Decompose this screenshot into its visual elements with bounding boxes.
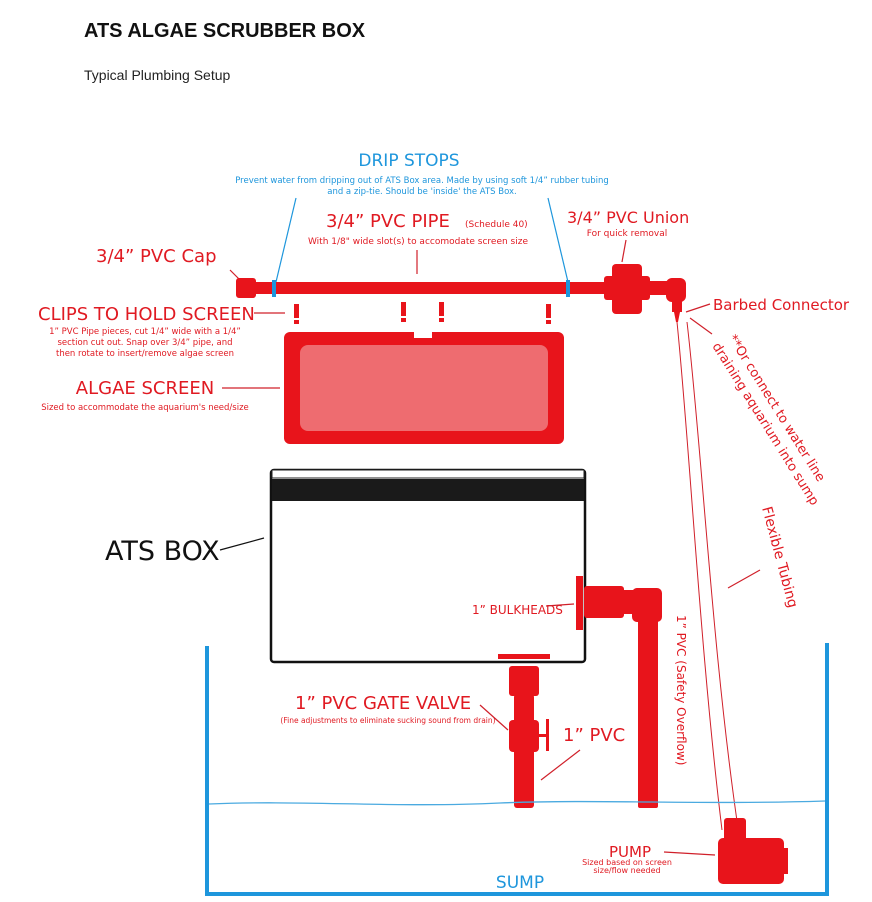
- pump: [718, 818, 788, 884]
- bulkheads-label: 1” BULKHEADS: [472, 603, 563, 617]
- drip-stop: [272, 280, 276, 297]
- clips-desc: 1” PVC Pipe pieces, cut 1/4” wide with a…: [49, 327, 241, 337]
- drip-stop: [566, 280, 570, 297]
- one-inch-pvc-label: 1” PVC: [563, 725, 625, 746]
- water-line: [208, 800, 826, 806]
- pvc-union-desc: For quick removal: [587, 229, 668, 239]
- gate-valve-desc: (Fine adjustments to eliminate sucking s…: [280, 716, 495, 725]
- barbed-connector-label: Barbed Connector: [713, 296, 850, 314]
- clips-desc: section cut out. Snap over 3/4” pipe, an…: [57, 338, 232, 348]
- pvc-pipe: [252, 282, 614, 294]
- or-connect-label: draining aquarium into sump: [709, 340, 822, 508]
- clips-desc: then rotate to insert/remove algae scree…: [56, 349, 234, 359]
- flexible-tubing: [676, 321, 723, 831]
- drip-stop-leader: [275, 197, 297, 283]
- pvc-union-label: 3/4” PVC Union: [567, 208, 689, 227]
- gate-valve: [509, 720, 539, 752]
- elbow: [666, 278, 686, 302]
- gate-valve-handle: [546, 719, 549, 751]
- sump-label: SUMP: [496, 873, 544, 893]
- drip-stops-label: DRIP STOPS: [358, 151, 459, 171]
- or-connect-label: **Or connect to water line: [725, 332, 828, 485]
- flexible-tubing-label: Flexible Tubing: [758, 505, 800, 610]
- pump-desc: size/flow needed: [593, 866, 660, 875]
- pvc-pipe-label: 3/4” PVC PIPE: [326, 211, 450, 232]
- safety-overflow-pipe: [584, 586, 662, 808]
- drip-stops-desc: Prevent water from dripping out of ATS B…: [235, 176, 609, 186]
- algae-screen-label: ALGAE SCREEN: [76, 378, 214, 399]
- algae-screen: [284, 332, 564, 444]
- bulkhead-bottom: [498, 654, 550, 659]
- sump: [205, 643, 829, 896]
- pvc-cap-label: 3/4” PVC Cap: [96, 246, 217, 267]
- pump-label: PUMP: [609, 843, 651, 861]
- pvc-pipe-schedule: (Schedule 40): [465, 220, 528, 230]
- pvc-pipe-assembly: [236, 264, 686, 322]
- bulkhead-side: [576, 576, 583, 630]
- ats-box: [269, 468, 587, 664]
- clips-label: CLIPS TO HOLD SCREEN: [38, 304, 255, 325]
- page-title: ATS ALGAE SCRUBBER BOX: [84, 20, 366, 42]
- drip-stops-desc: and a zip-tie. Should be 'inside' the AT…: [327, 187, 517, 197]
- drip-stop-leader: [547, 197, 569, 283]
- screen-clips: [294, 302, 551, 324]
- pvc-pipe-desc: With 1/8" wide slot(s) to accomodate scr…: [308, 237, 528, 247]
- drain-pipe: [509, 666, 549, 808]
- gate-valve-label: 1” PVC GATE VALVE: [295, 693, 471, 714]
- safety-overflow-label: 1” PVC (Safety Overflow): [674, 615, 688, 765]
- page-subtitle: Typical Plumbing Setup: [84, 67, 231, 83]
- pump-desc: Sized based on screen: [582, 858, 672, 867]
- barbed-connector: [674, 312, 680, 322]
- pvc-cap: [236, 278, 256, 298]
- algae-screen-desc: Sized to accommodate the aquarium's need…: [41, 403, 249, 413]
- ats-box-label: ATS BOX: [105, 536, 220, 567]
